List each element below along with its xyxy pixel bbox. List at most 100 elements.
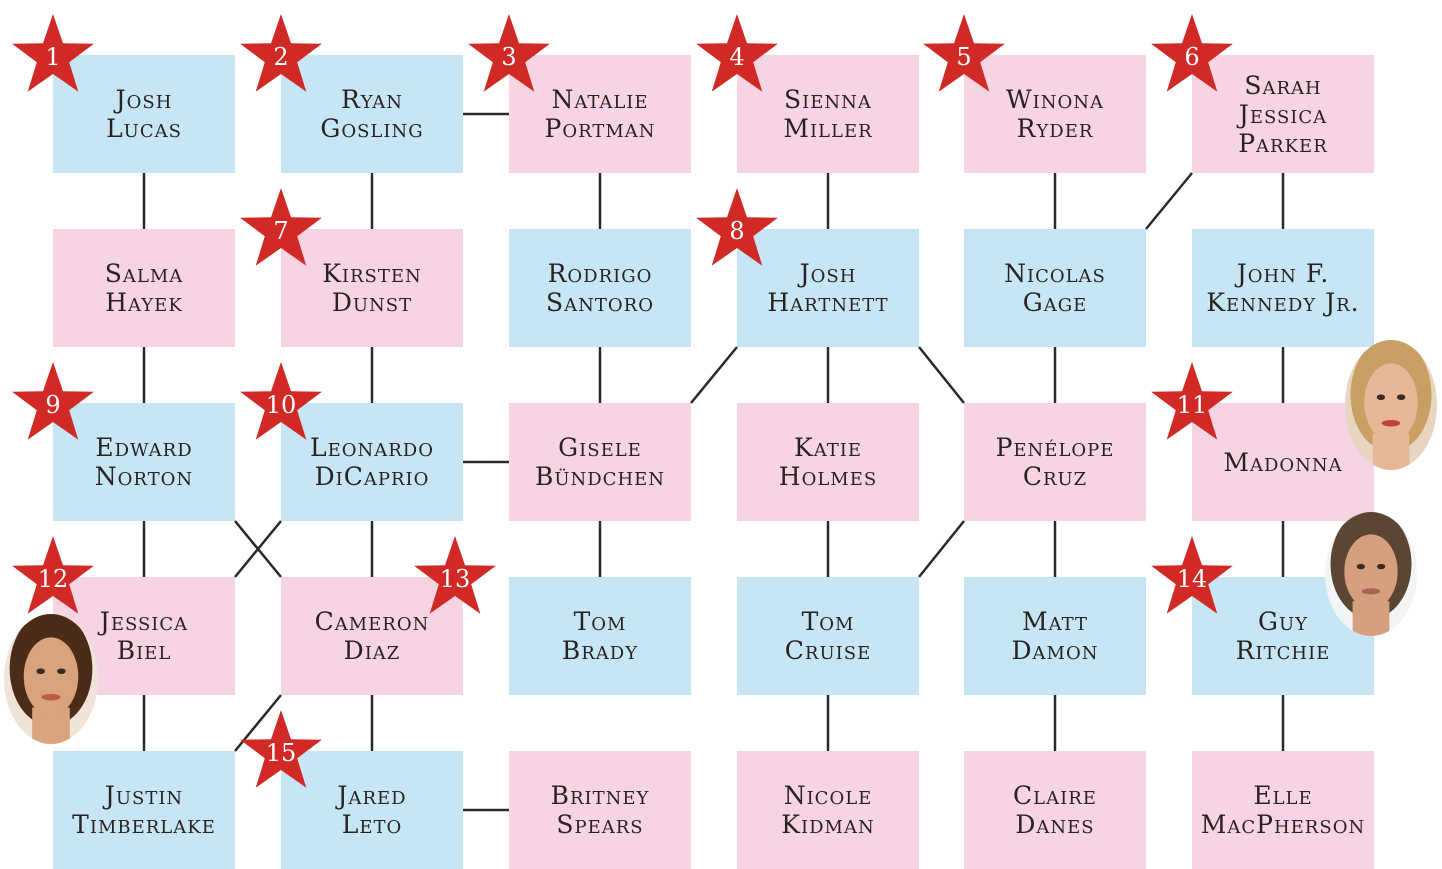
star-number: 3 <box>466 12 552 98</box>
node-name-line: Parker <box>1238 129 1328 158</box>
node-name-line: Kidman <box>781 810 874 839</box>
node-name-line: Miller <box>783 114 872 143</box>
node-name-line: Hartnett <box>767 288 888 317</box>
star-number: 12 <box>10 534 96 620</box>
star-icon: 7 <box>238 186 324 272</box>
jessica-biel-photo <box>4 614 98 744</box>
node-name-line: Madonna <box>1223 448 1342 477</box>
star-number: 10 <box>238 360 324 446</box>
node-name-line: Nicole <box>784 781 873 810</box>
node-name-line: Timberlake <box>72 810 216 839</box>
node-name-line: Spears <box>556 810 643 839</box>
node-name-line: Kirsten <box>322 259 422 288</box>
node-name-line: Cruz <box>1023 462 1087 491</box>
node-name-line: Portman <box>545 114 656 143</box>
node-name-line: John F. <box>1237 259 1330 288</box>
star-number: 2 <box>238 12 324 98</box>
node-name-line: Ritchie <box>1236 636 1331 665</box>
node-name-line: Penélope <box>996 433 1115 462</box>
node-name-line: Jessica <box>100 607 188 636</box>
star-icon: 11 <box>1149 360 1235 446</box>
node-name-line: Danes <box>1015 810 1094 839</box>
node-name-line: Salma <box>105 259 184 288</box>
node-name-line: Biel <box>117 636 172 665</box>
node-name-line: Tom <box>802 607 855 636</box>
node-name-line: Katie <box>794 433 862 462</box>
node-name-line: Dunst <box>332 288 412 317</box>
star-number: 1 <box>10 12 96 98</box>
node-name-line: Josh <box>800 259 857 288</box>
node-name-line: MacPherson <box>1201 810 1365 839</box>
node-name-line: Hayek <box>105 288 183 317</box>
star-number: 11 <box>1149 360 1235 446</box>
star-number: 8 <box>694 186 780 272</box>
connection-line <box>919 521 964 577</box>
connection-line <box>919 347 964 403</box>
node-name-line: Jessica <box>1239 100 1327 129</box>
star-icon: 4 <box>694 12 780 98</box>
star-number: 9 <box>10 360 96 446</box>
node-name-line: Rodrigo <box>548 259 653 288</box>
node-name-line: Natalie <box>551 85 648 114</box>
node-name-line: Diaz <box>344 636 401 665</box>
guy-ritchie-photo <box>1325 512 1417 636</box>
star-icon: 13 <box>412 534 498 620</box>
node-name-line: Leonardo <box>310 433 434 462</box>
node-name-line: Gosling <box>320 114 423 143</box>
star-icon: 14 <box>1149 534 1235 620</box>
star-number: 6 <box>1149 12 1235 98</box>
star-number: 15 <box>238 708 324 794</box>
node-name-line: Ryder <box>1017 114 1094 143</box>
node-name-line: Britney <box>551 781 650 810</box>
node-name-line: Justin <box>105 781 183 810</box>
node-name-line: Holmes <box>779 462 877 491</box>
node-name-line: Brady <box>562 636 638 665</box>
node-john-f-kennedy-jr: John F.Kennedy Jr. <box>1192 229 1374 347</box>
node-name-line: Claire <box>1013 781 1097 810</box>
node-name-line: Tom <box>574 607 627 636</box>
node-name-line: Matt <box>1022 607 1088 636</box>
node-name-line: Cruise <box>785 636 871 665</box>
node-name-line: Guy <box>1258 607 1308 636</box>
node-name-line: Sienna <box>784 85 872 114</box>
node-name-line: Nicolas <box>1004 259 1106 288</box>
star-number: 7 <box>238 186 324 272</box>
node-nicolas-gage: NicolasGage <box>964 229 1146 347</box>
node-name-line: Gisele <box>558 433 642 462</box>
star-icon: 3 <box>466 12 552 98</box>
connection-line <box>1146 173 1192 229</box>
node-name-line: Bündchen <box>535 462 665 491</box>
node-name-line: Josh <box>116 85 173 114</box>
star-icon: 6 <box>1149 12 1235 98</box>
star-icon: 8 <box>694 186 780 272</box>
node-name-line: Leto <box>342 810 403 839</box>
star-icon: 10 <box>238 360 324 446</box>
star-number: 4 <box>694 12 780 98</box>
node-name-line: DiCaprio <box>315 462 430 491</box>
madonna-photo <box>1345 340 1437 470</box>
star-icon: 9 <box>10 360 96 446</box>
node-name-line: Norton <box>95 462 193 491</box>
node-name-line: Elle <box>1253 781 1312 810</box>
node-gisele-bundchen: GiseleBündchen <box>509 403 691 521</box>
node-name-line: Edward <box>95 433 192 462</box>
node-name-line: Kennedy Jr. <box>1206 288 1359 317</box>
star-icon: 12 <box>10 534 96 620</box>
node-name-line: Sarah <box>1244 71 1321 100</box>
star-number: 14 <box>1149 534 1235 620</box>
star-icon: 15 <box>238 708 324 794</box>
node-name-line: Santoro <box>546 288 654 317</box>
node-name-line: Ryan <box>341 85 403 114</box>
node-name-line: Gage <box>1023 288 1088 317</box>
